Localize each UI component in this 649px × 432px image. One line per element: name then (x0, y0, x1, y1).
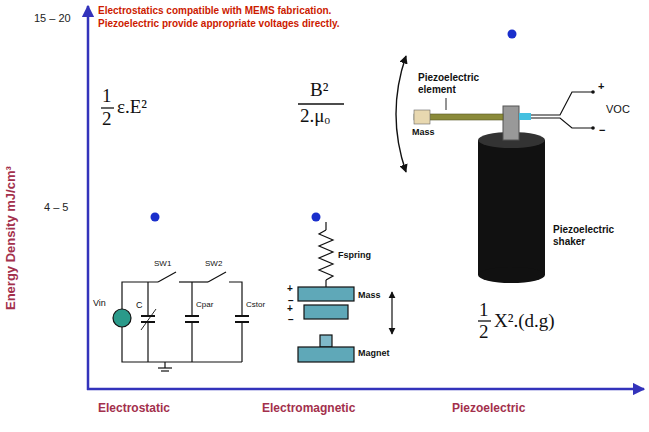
polarity-sign: − (288, 314, 294, 326)
force-label: Fspring (338, 250, 371, 260)
part-label: Magnet (358, 348, 390, 358)
note-text: Piezoelectric provide appropriate voltag… (98, 18, 340, 30)
piezoelectric-harvester-shape (478, 140, 545, 275)
electrostatic-circuit-shape (185, 315, 199, 317)
formula-part: 2 (102, 108, 112, 130)
electrostatic-circuit-shape (241, 322, 242, 362)
electrostatic-circuit-shape (179, 281, 208, 282)
electrostatic-circuit-shape (122, 327, 242, 362)
axis-tick: 15 – 20 (34, 12, 71, 25)
formula-part: B² (310, 79, 328, 101)
source-label: Vin (93, 298, 106, 308)
formula-part: X².(d.g) (494, 310, 555, 332)
note-text: Electrostatics compatible with MEMS fabr… (98, 5, 331, 17)
electromagnetic-harvester-shape (325, 222, 326, 230)
piezoelectric-harvester-shape (531, 118, 592, 128)
piezoelectric-harvester-shape (478, 267, 545, 283)
piezoelectric-harvester-shape (519, 113, 531, 120)
electromagnetic-harvester-shape (298, 347, 354, 362)
electrostatic-circuit-shape (161, 370, 169, 371)
formula-part: 2.μₒ (300, 105, 330, 127)
switch-label: SW1 (154, 259, 171, 268)
electrostatic-circuit-shape (113, 309, 131, 327)
terminal-sign: − (599, 124, 605, 137)
piezoelectric-harvester-shape (414, 110, 430, 124)
electromagnetic-harvester-shape (320, 335, 332, 347)
category-label: Electrostatic (98, 402, 170, 416)
part-label: Mass (358, 290, 381, 300)
formula-part: 2 (479, 321, 489, 343)
piezoelectric-harvester-shape (591, 90, 595, 94)
data-points (151, 30, 517, 222)
electrostatic-circuit-shape (141, 309, 156, 330)
electromagnetic-harvester-shape (304, 305, 348, 319)
axes-shape (87, 388, 644, 391)
piezoelectric-harvester-shape (591, 126, 595, 130)
voltage-label: VOC (606, 103, 630, 116)
electromagnetic-harvester-shape (325, 280, 326, 287)
electrostatic-circuit-shape (158, 272, 176, 282)
category-label: Piezoelectric (452, 402, 525, 416)
part-label: Piezoelectric element (418, 72, 494, 95)
capacitor-label: C (136, 300, 143, 310)
electrostatic-circuit-shape (235, 315, 249, 317)
capacitor-label: Cstor (246, 300, 265, 309)
electrostatic-circuit-shape (141, 315, 155, 317)
formula-part: ε.E² (117, 96, 147, 118)
part-label: Mass (412, 127, 435, 137)
piezoelectric-harvester-shape (396, 56, 406, 172)
axes-shape (87, 6, 90, 390)
polarity-sign: + (287, 303, 293, 315)
axis-tick: 4 – 5 (44, 201, 68, 214)
electromagnetic-harvester (298, 222, 392, 362)
polarity-sign: + (287, 283, 293, 295)
electromagnetic-harvester-shape (298, 287, 354, 301)
data-points-shape (312, 213, 321, 222)
fraction-bars-shape (298, 103, 344, 104)
fraction-bars (101, 104, 491, 321)
data-points-shape (508, 30, 517, 39)
category-label: Electromagnetic (262, 402, 355, 416)
electrostatic-circuit-shape (147, 322, 148, 362)
piezoelectric-harvester (396, 56, 595, 283)
formula-part: 1 (479, 299, 489, 321)
capacitor-label: Cpar (196, 300, 213, 309)
electrostatic-circuit-shape (164, 362, 165, 368)
electrostatic-circuit (113, 272, 249, 371)
electrostatic-circuit-shape (147, 282, 148, 316)
electromagnetic-harvester-shape (391, 292, 392, 334)
data-points-shape (151, 213, 160, 222)
axes (87, 6, 644, 390)
electrostatic-circuit-shape (191, 322, 192, 362)
formula-part: 1 (102, 85, 112, 107)
electrostatic-circuit-shape (208, 272, 226, 282)
electrostatic-circuit-shape (158, 367, 172, 368)
piezoelectric-harvester-shape (531, 92, 592, 115)
part-label: Piezoelectric shaker (553, 224, 625, 247)
terminal-sign: + (598, 80, 604, 93)
axis-title: Energy Density mJ/cm³ (4, 166, 19, 310)
piezoelectric-harvester-shape (446, 98, 447, 110)
electrostatic-circuit-shape (191, 282, 192, 316)
electromagnetic-harvester-shape (319, 230, 333, 280)
switch-label: SW2 (205, 259, 222, 268)
electrostatic-circuit-shape (229, 282, 242, 316)
piezoelectric-harvester-shape (503, 106, 519, 140)
